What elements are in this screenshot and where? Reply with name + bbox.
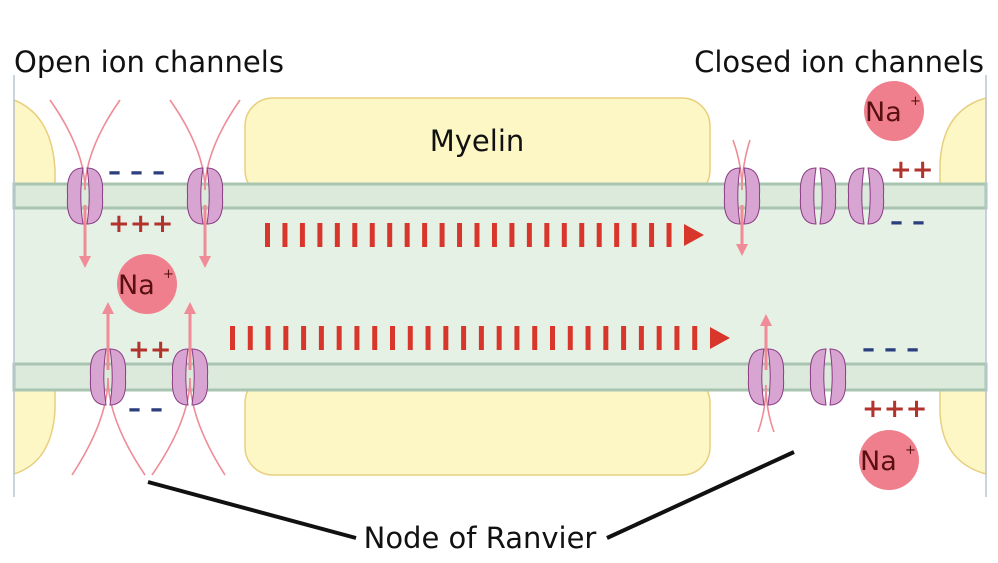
current-dash <box>334 223 340 247</box>
charge-plus-bottom-left: ++ <box>128 335 172 365</box>
charge-minus-top-right: – – <box>890 207 925 237</box>
current-dash <box>422 223 428 247</box>
current-dash <box>491 223 497 247</box>
current-dash <box>282 223 288 247</box>
current-dash <box>656 326 662 350</box>
current-dash <box>390 326 395 350</box>
current-dash <box>230 326 235 350</box>
current-dash <box>369 223 375 247</box>
flow-lines-open-top <box>49 99 751 191</box>
current-dash <box>603 326 609 350</box>
current-dash <box>265 223 270 247</box>
current-dash <box>579 223 585 247</box>
current-dash <box>514 326 520 350</box>
current-arrow-bottom <box>230 326 730 350</box>
svg-text:+: + <box>905 443 916 458</box>
current-dash <box>550 326 555 350</box>
myelin-left-top <box>13 98 56 185</box>
current-dash <box>439 223 445 247</box>
membrane-top <box>12 182 988 210</box>
current-dash <box>567 326 573 350</box>
svg-text:+: + <box>910 94 921 109</box>
channel-top-0 <box>66 167 104 225</box>
myelin-right-top <box>939 97 987 185</box>
channel-top-2 <box>723 167 761 225</box>
current-dash <box>474 223 480 247</box>
channel-bottom-1 <box>171 348 209 406</box>
current-dash <box>352 223 358 247</box>
current-dash <box>509 223 515 247</box>
current-arrow-top <box>265 223 704 247</box>
current-dash <box>387 223 393 247</box>
charge-minus-bottom-left: – – <box>128 394 163 424</box>
channel-top-1 <box>186 167 224 225</box>
current-dash <box>614 223 620 247</box>
channel-bottom-3 <box>809 348 847 406</box>
current-arrowhead <box>684 224 704 246</box>
current-dash <box>443 326 449 350</box>
current-dash <box>631 223 637 247</box>
current-dash <box>247 326 253 350</box>
svg-text:Na: Na <box>860 446 897 477</box>
current-dash <box>478 326 484 350</box>
current-dash <box>317 223 323 247</box>
svg-text:Na: Na <box>118 270 155 301</box>
current-dash <box>425 326 431 350</box>
current-dash <box>336 326 342 350</box>
pointer-line-right <box>606 450 795 540</box>
current-dash <box>526 223 532 247</box>
current-dash <box>318 326 324 350</box>
channel-top-3 <box>799 167 837 225</box>
charge-plus-bottom-right: +++ <box>862 394 927 424</box>
label-open-ion-channels: Open ion channels <box>14 45 284 79</box>
label-node-of-ranvier: Node of Ranvier <box>364 521 597 555</box>
current-dash <box>666 223 672 247</box>
svg-text:+: + <box>163 267 174 282</box>
current-dash <box>461 326 467 350</box>
label-closed-ion-channels: Closed ion channels <box>694 45 984 79</box>
channel-bottom-0 <box>89 348 127 406</box>
current-dash <box>638 326 644 350</box>
current-dash <box>649 223 655 247</box>
myelin-right-bottom <box>939 389 987 475</box>
charge-plus-top-left: +++ <box>108 209 173 239</box>
current-arrowhead <box>710 327 730 349</box>
channel-top-4 <box>847 167 885 225</box>
current-dash <box>674 326 680 350</box>
myelin-left-bottom <box>13 389 56 476</box>
current-dash <box>561 223 567 247</box>
svg-text:Na: Na <box>865 97 902 128</box>
current-dash <box>372 326 378 350</box>
current-dash <box>585 326 591 350</box>
charge-minus-top-left: – – – <box>108 157 165 187</box>
current-dash <box>692 326 698 350</box>
sodium-ion-interior: Na + <box>117 254 177 314</box>
current-dash <box>299 223 305 247</box>
flow-lines-open-bottom <box>71 377 775 476</box>
current-dash <box>621 326 627 350</box>
label-myelin: Myelin <box>430 124 525 158</box>
current-dash <box>407 326 413 350</box>
current-dash <box>532 326 538 350</box>
sodium-ion-bottom-right: Na + <box>859 430 919 490</box>
sodium-flow-arrows <box>79 205 772 370</box>
current-dash <box>596 223 602 247</box>
charge-plus-top-right: ++ <box>890 155 934 185</box>
current-dash <box>457 223 463 247</box>
current-dash <box>301 326 307 350</box>
current-dash <box>354 326 360 350</box>
current-dash <box>496 326 502 350</box>
sodium-ion-top-right: Na + <box>864 81 924 141</box>
current-dash <box>265 326 271 350</box>
ion-channels <box>66 167 885 406</box>
charge-minus-bottom-right: – – – <box>862 334 919 364</box>
current-dash <box>283 326 289 350</box>
current-dash <box>404 223 410 247</box>
channel-bottom-2 <box>747 348 785 406</box>
pointer-line-left <box>147 480 357 540</box>
current-dash <box>544 223 550 247</box>
